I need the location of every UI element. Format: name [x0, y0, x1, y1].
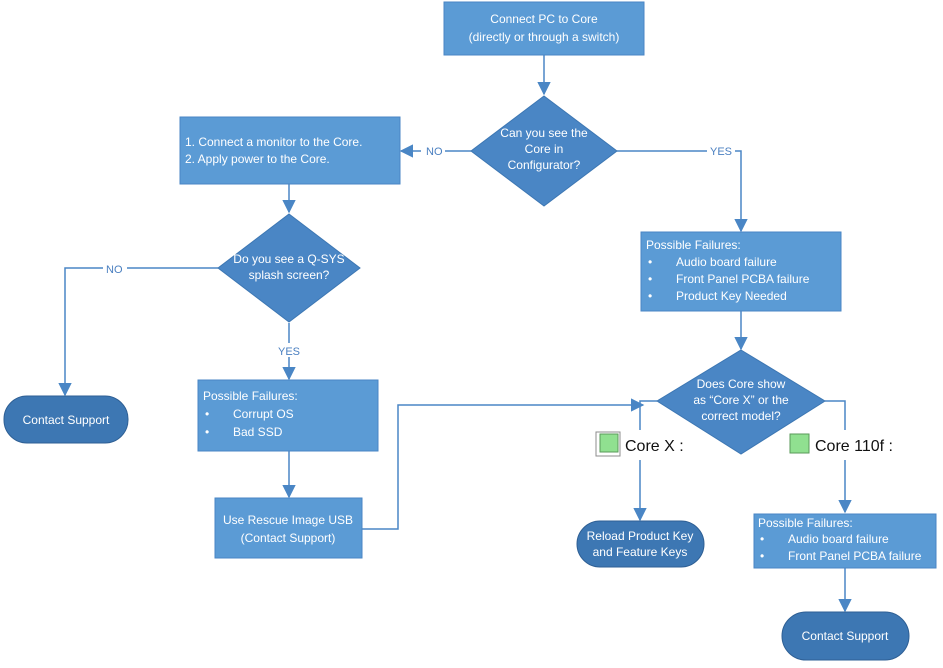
contact-support-left: Contact Support: [3, 395, 129, 444]
reload-text-line1: Reload Product Key: [587, 529, 694, 543]
model-text-line3: correct model?: [701, 409, 781, 423]
failures-110f-box: Possible Failures: • Audio board failure…: [753, 513, 937, 569]
legend-core-110f-label: Core 110f :: [815, 438, 893, 455]
model-text-line1: Does Core show: [697, 377, 786, 391]
yes-label: YES: [710, 146, 732, 158]
arrow-yes-to-failures: [617, 150, 748, 233]
start-text-line2: (directly or through a switch): [469, 30, 620, 44]
decision-text-line2: Core in: [525, 142, 564, 156]
failures-os-box: Possible Failures: • Corrupt OS • Bad SS…: [197, 379, 379, 452]
splash-text-line1: Do you see a Q-SYS: [233, 252, 344, 266]
reload-text-line2: and Feature Keys: [593, 545, 688, 559]
legend-core-x: Core X :: [594, 430, 694, 460]
rescue-box: Use Rescue Image USB (Contact Support): [214, 497, 363, 559]
rescue-text-line2: (Contact Support): [241, 531, 336, 545]
monitor-text-line2: 2. Apply power to the Core.: [185, 152, 330, 166]
model-text-line2: as “Core X” or the: [693, 393, 789, 407]
bullet-icon: •: [648, 272, 652, 286]
rescue-text-line1: Use Rescue Image USB: [223, 513, 353, 527]
green-square-icon: [599, 433, 619, 453]
contact-right-label: Contact Support: [802, 629, 889, 643]
legend-core-110f: Core 110f :: [786, 430, 898, 460]
failures-os-title: Possible Failures:: [203, 389, 298, 403]
failures-right-item-2: Front Panel PCBA failure: [676, 272, 810, 286]
bullet-icon: •: [760, 549, 764, 563]
no-label-splash: NO: [106, 264, 123, 276]
yes-label-splash: YES: [278, 346, 300, 358]
failures-right-box: Possible Failures: • Audio board failure…: [640, 231, 842, 312]
reload-keys-node: Reload Product Key and Feature Keys: [576, 520, 705, 568]
decision-see-core: Can you see the Core in Configurator?: [470, 95, 618, 207]
legend-core-x-label: Core X :: [625, 438, 684, 455]
edge-labels: NO YES NO YES: [103, 143, 735, 358]
start-text-line1: Connect PC to Core: [490, 12, 598, 26]
bullet-icon: •: [205, 425, 209, 439]
green-square-icon: [789, 433, 810, 454]
monitor-box: 1. Connect a monitor to the Core. 2. App…: [179, 116, 401, 185]
splash-text-line2: splash screen?: [249, 268, 330, 282]
failures-os-item-2: Bad SSD: [233, 425, 283, 439]
decision-text-line1: Can you see the: [500, 126, 588, 140]
decision-core-model: Does Core show as “Core X” or the correc…: [656, 349, 826, 455]
bullet-icon: •: [648, 255, 652, 269]
start-box: Connect PC to Core (directly or through …: [443, 1, 645, 56]
arrow-no-to-contact: [58, 267, 218, 397]
bullet-icon: •: [648, 289, 652, 303]
contact-support-right: Contact Support: [781, 611, 910, 661]
failures-right-item-3: Product Key Needed: [676, 289, 787, 303]
no-label: NO: [426, 146, 443, 158]
monitor-text-line1: 1. Connect a monitor to the Core.: [185, 135, 362, 149]
contact-left-label: Contact Support: [23, 413, 110, 427]
bullet-icon: •: [760, 532, 764, 546]
decision-text-line3: Configurator?: [508, 158, 581, 172]
failures-os-item-1: Corrupt OS: [233, 407, 294, 421]
arrow-corex-to-reload: [633, 400, 657, 522]
bullet-icon: •: [205, 407, 209, 421]
decision-splash: Do you see a Q-SYS splash screen?: [217, 213, 361, 323]
arrow-110f-to-failures: [825, 400, 852, 514]
failures-110f-item-2: Front Panel PCBA failure: [788, 549, 922, 563]
failures-right-title: Possible Failures:: [646, 238, 741, 252]
failures-110f-title: Possible Failures:: [758, 516, 853, 530]
failures-right-item-1: Audio board failure: [676, 255, 777, 269]
failures-110f-item-1: Audio board failure: [788, 532, 889, 546]
arrow-rescue-to-model: [362, 398, 645, 530]
